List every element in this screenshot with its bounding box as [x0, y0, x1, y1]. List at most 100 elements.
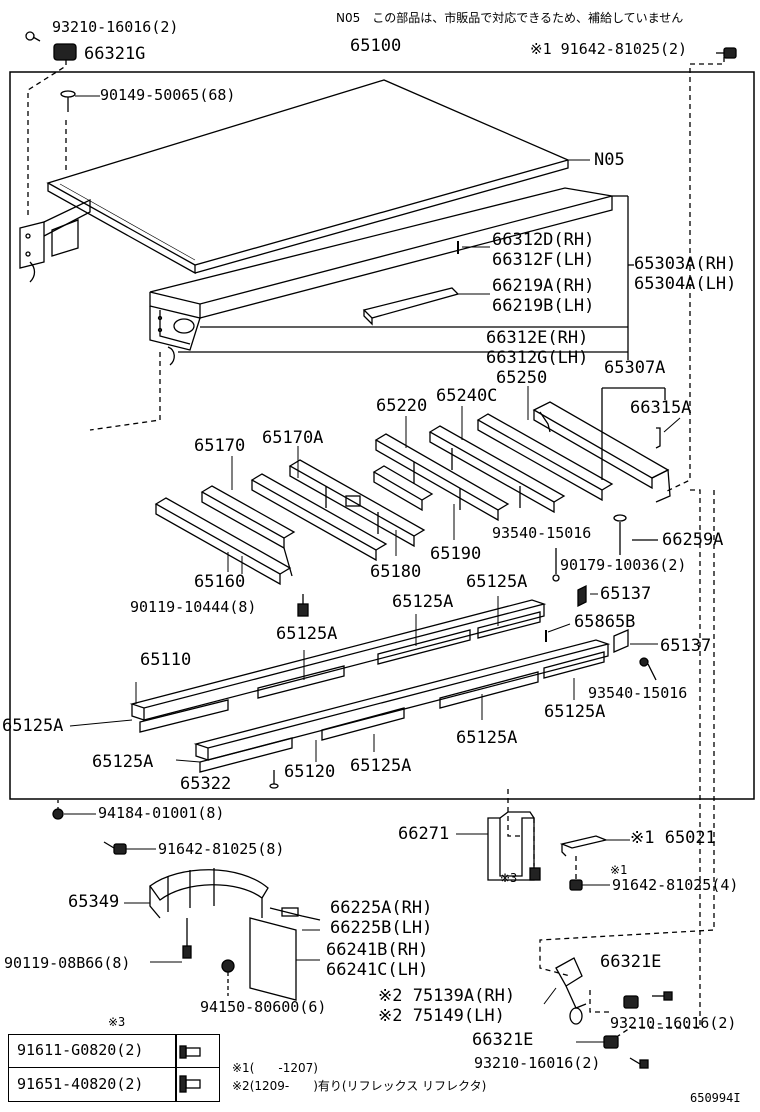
label-66312G: 66312G(LH): [486, 348, 589, 368]
legend-bolt1-icon: [179, 1045, 201, 1059]
short-block-65125A-1: [139, 699, 229, 733]
label-93210-c: 93210-16016(2): [474, 1054, 601, 1072]
bolt-91642-top-icon: [716, 47, 737, 59]
label-65125A-5: 65125A: [544, 702, 606, 722]
legend-divider: [175, 1035, 177, 1101]
label-66312F: 66312F(LH): [492, 250, 595, 270]
label-66225B: 66225B(LH): [330, 918, 433, 938]
label-66312E: 66312E(RH): [486, 328, 589, 348]
label-90119-10444: 90119-10444(8): [130, 598, 257, 616]
label-91642-4: 91642-81025(4): [612, 876, 739, 894]
label-66321E-b: 66321E: [472, 1030, 534, 1050]
label-66241C: 66241C(LH): [326, 960, 429, 980]
label-65240C: 65240C: [436, 386, 498, 406]
mudflap-66241B: [249, 907, 321, 1001]
short-block-65125A-2: [257, 665, 345, 699]
cross-member-65240C: [428, 425, 566, 514]
label-65021: ※1 65021: [630, 828, 716, 848]
label-91642-8: 91642-81025(8): [158, 840, 285, 858]
screw-90149-icon: [60, 90, 76, 112]
nut-90179-icon: [613, 514, 627, 555]
label-91642-top: ※1 91642-81025(2): [530, 40, 688, 58]
label-66241B: 66241B(RH): [326, 940, 429, 960]
label-65322: 65322: [180, 774, 232, 794]
legend-row: 91651-40820(2): [9, 1067, 219, 1100]
label-65120: 65120: [284, 762, 336, 782]
label-66219A: 66219A(RH): [492, 276, 595, 296]
label-65303A: 65303A(RH): [634, 254, 737, 274]
block-66321G-icon: [53, 43, 77, 61]
label-65865B: 65865B: [574, 612, 636, 632]
short-block-65125A-6: [321, 707, 405, 741]
label-65125A-7: 65125A: [92, 752, 154, 772]
label-66259A: 66259A: [662, 530, 724, 550]
label-75139A: ※2 75139A(RH): [378, 986, 516, 1006]
legend-bolt2-icon: [179, 1075, 201, 1093]
block-66321E-b-icon: [603, 1035, 619, 1049]
cross-member-65170A: [250, 473, 388, 562]
label-65160: 65160: [194, 572, 246, 592]
label-65250: 65250: [496, 368, 548, 388]
bolt-legend-table: 91611-G0820(2) 91651-40820(2): [8, 1034, 220, 1102]
nut-94150-icon: [221, 959, 235, 996]
side-hinge-bracket: [19, 198, 91, 283]
bolt-93540-a-icon: [552, 548, 560, 582]
label-66312D: 66312D(RH): [492, 230, 595, 250]
cross-member-65190: [372, 465, 434, 512]
cross-member-65170: [200, 485, 296, 577]
short-block-65125A-4: [477, 611, 541, 639]
cross-member-65180: [288, 459, 426, 548]
label-65190: 65190: [430, 544, 482, 564]
bolt-93210-b-icon: [652, 991, 673, 1001]
label-66219B: 66219B(LH): [492, 296, 595, 316]
label-65304A: 65304A(LH): [634, 274, 737, 294]
assembly-frame: [9, 71, 755, 800]
label-65170: 65170: [194, 436, 246, 456]
clip-65137-b-icon: [613, 629, 629, 653]
label-65125A-6: 65125A: [456, 728, 518, 748]
diagram-id: 650994I: [690, 1091, 741, 1105]
block-66321E-a-icon: [623, 995, 639, 1009]
label-75149: ※2 75149(LH): [378, 1006, 505, 1026]
short-block-65125A-3: [377, 629, 471, 665]
label-65125A-2: 65125A: [392, 592, 454, 612]
label-65137-a: 65137: [600, 584, 652, 604]
bolt-93210-c-icon: [629, 1057, 649, 1069]
clip-65137-a-icon: [577, 584, 587, 608]
reflector-75139A: [555, 957, 587, 1025]
label-90119-08B66: 90119-08B66(8): [4, 954, 131, 972]
label-mark-3: ※3: [500, 871, 518, 885]
nut-94184-icon: [52, 808, 64, 820]
label-65125A-3: 65125A: [276, 624, 338, 644]
cross-member-65220: [374, 433, 510, 522]
bolt-93540-b-icon: [639, 657, 657, 681]
label-65125A-8: 65125A: [350, 756, 412, 776]
label-90179: 90179-10036(2): [560, 556, 687, 574]
short-block-65125A-5: [199, 737, 293, 773]
label-65125A-1: 65125A: [466, 572, 528, 592]
label-65100: 65100: [350, 36, 402, 56]
label-legend-mark: ※3: [108, 1015, 126, 1029]
pin-66315A-icon: [655, 427, 661, 449]
label-65170A: 65170A: [262, 428, 324, 448]
label-66315A: 66315A: [630, 398, 692, 418]
note-top: N05 この部品は、市販品で対応できるため、補給していません: [336, 11, 684, 25]
footnote-2: ※2(1209- )有り(リフレックス リフレクタ): [232, 1079, 487, 1093]
label-90149: 90149-50065(68): [100, 86, 236, 104]
label-93210-top: 93210-16016(2): [52, 18, 179, 36]
label-93540-b: 93540-15016: [588, 684, 688, 702]
label-94150: 94150-80600(6): [200, 998, 327, 1016]
label-94184: 94184-01001(8): [98, 804, 225, 822]
screw-65322-icon: [269, 770, 279, 789]
label-93210-b: 93210-16016(2): [610, 1014, 737, 1032]
bolt-3-icon: [529, 867, 541, 881]
label-65180: 65180: [370, 562, 422, 582]
floor-board-N05: [46, 79, 570, 275]
bolt-90119-icon: [297, 594, 309, 617]
label-65125A-4: 65125A: [2, 716, 64, 736]
short-block-65125A-8: [543, 651, 605, 679]
legend-row-1-text: 91611-G0820(2): [17, 1041, 144, 1059]
cross-member-65250: [476, 413, 614, 502]
label-66321G: 66321G: [84, 44, 146, 64]
